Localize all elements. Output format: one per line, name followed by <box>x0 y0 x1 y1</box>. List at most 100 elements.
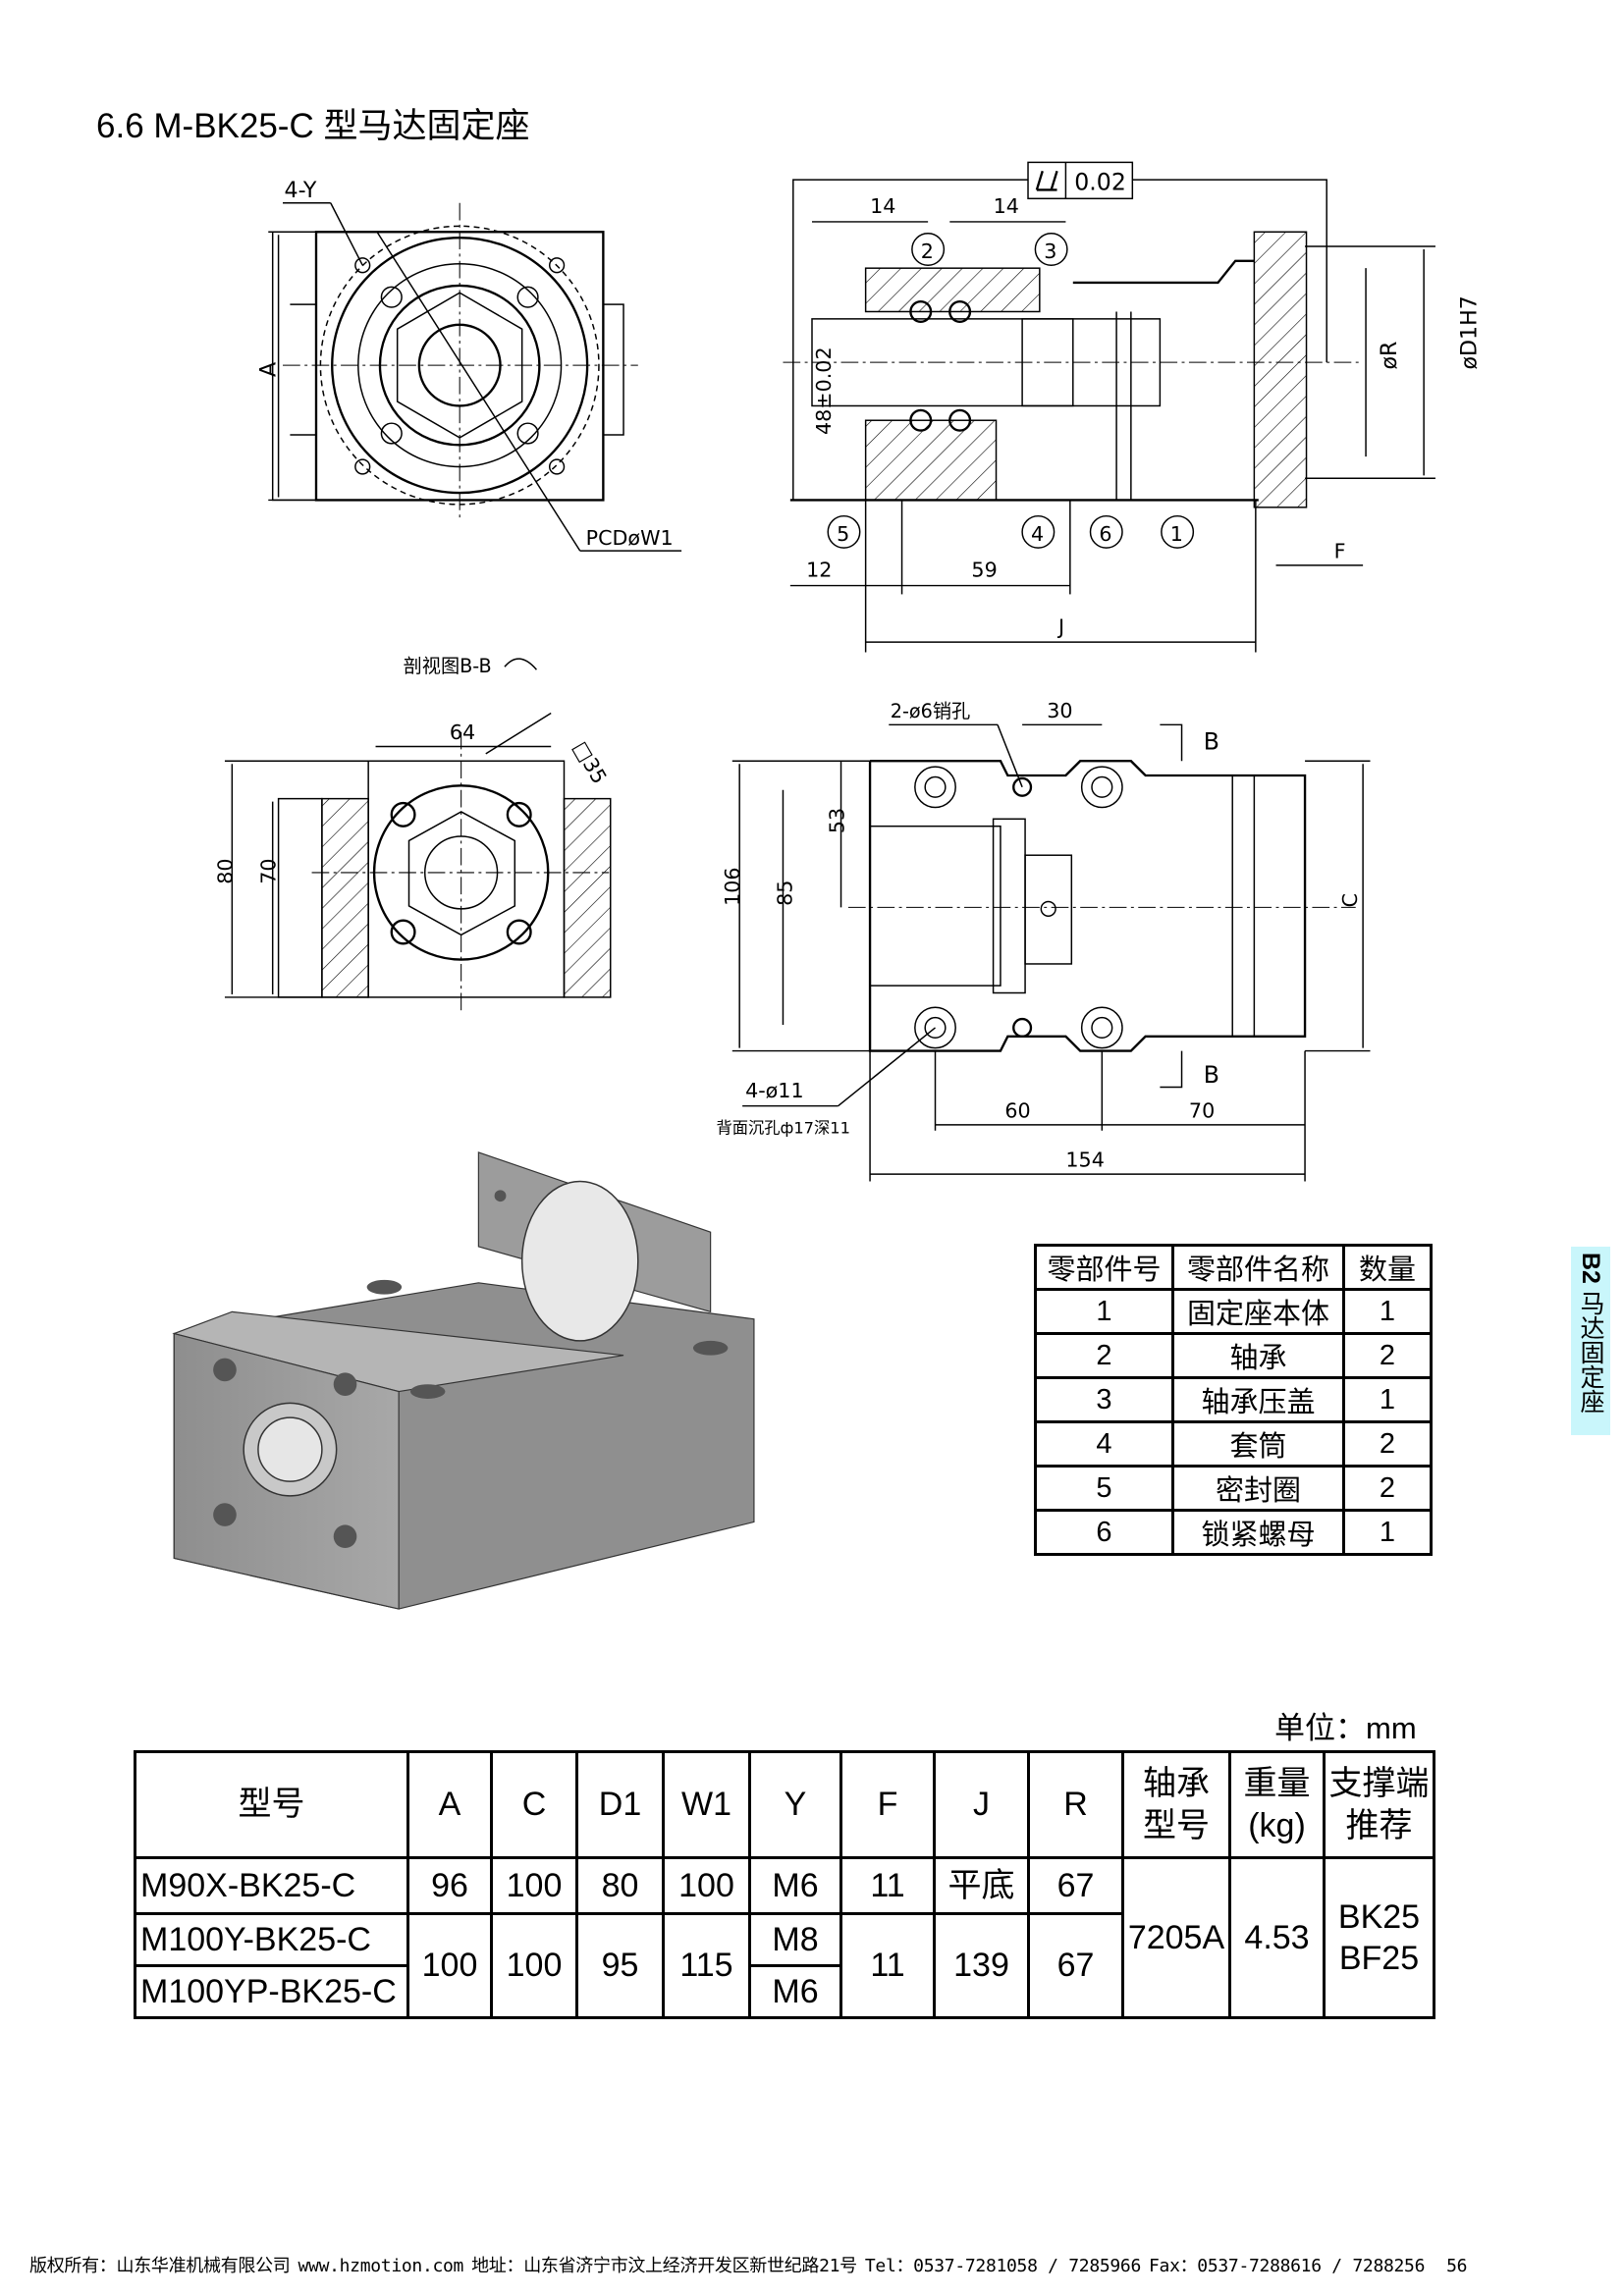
header-a: A <box>406 1750 493 1859</box>
dia-r-label: øR <box>1377 342 1402 370</box>
part-no: 3 <box>1034 1376 1174 1423</box>
part-no: 2 <box>1034 1332 1174 1379</box>
header-part-name: 零部件名称 <box>1171 1244 1345 1291</box>
dim-70: 70 <box>1189 1098 1215 1122</box>
header-bearing: 轴承型号 <box>1121 1750 1231 1859</box>
header-bearing-line2: 型号 <box>1143 1806 1210 1844</box>
header-qty: 数量 <box>1342 1244 1433 1291</box>
part-name: 套筒 <box>1171 1420 1345 1468</box>
support-bk: BK25 <box>1337 1897 1421 1936</box>
part-no: 1 <box>1034 1288 1174 1335</box>
y-cell: M8 <box>748 1912 842 1967</box>
dim-85: 85 <box>773 881 796 906</box>
header-c: C <box>490 1750 578 1859</box>
page-title: 6.6 M-BK25-C 型马达固定座 <box>96 107 530 145</box>
support-bf: BF25 <box>1338 1940 1420 1977</box>
pin-holes-label: 2-ø6销孔 <box>891 700 970 722</box>
balloon-1: 1 <box>1170 522 1183 546</box>
w1-cell: 115 <box>662 1912 751 2019</box>
header-j: J <box>933 1750 1030 1859</box>
part-balloons: 1 2 3 4 5 6 <box>827 233 1195 549</box>
bottom-view: 2-ø6销孔 30 B B 106 85 53 C 4-ø11 背面沉孔ф17深… <box>717 699 1371 1182</box>
j-cell: 139 <box>933 1912 1030 2019</box>
page-number: 56 <box>1446 2256 1468 2276</box>
y-cell: M6 <box>748 1964 842 2019</box>
section-b-top: B <box>1204 727 1219 755</box>
balloon-4: 4 <box>1031 522 1044 546</box>
unit-label: 单位：mm <box>1274 1711 1417 1745</box>
balloon-2: 2 <box>921 240 934 263</box>
header-bearing-line1: 轴承 <box>1143 1765 1210 1802</box>
section-side-tab[interactable]: B2 马达固定座 <box>1571 1247 1610 1435</box>
footer-fax: Fax：0537-7288616 / 7288256 <box>1149 2256 1426 2276</box>
part-qty: 2 <box>1342 1420 1433 1468</box>
section-b-bottom: B <box>1204 1061 1219 1089</box>
c-cell: 100 <box>490 1912 578 2019</box>
dim-f: F <box>1334 540 1346 563</box>
table-row: M100YP-BK25-C M6 <box>134 1964 1435 2019</box>
dim-14a: 14 <box>870 194 895 218</box>
f-cell: 11 <box>839 1912 936 2019</box>
spec-table-header: 型号 A C D1 W1 Y F J R 轴承型号 重量(kg) 支撑端推荐 <box>134 1750 1435 1859</box>
footer-website[interactable]: www.hzmotion.com <box>298 2256 464 2276</box>
front-view: A 4-Y PCDøW1 <box>256 178 682 552</box>
header-model: 型号 <box>134 1750 409 1859</box>
dim-12: 12 <box>806 559 832 582</box>
3d-render <box>172 1151 755 1610</box>
part-name: 固定座本体 <box>1171 1288 1345 1335</box>
f-cell: 11 <box>839 1856 936 1915</box>
footer-address: 地址：山东省济宁市汶上经济开发区新世纪路21号 <box>471 2256 857 2276</box>
footer-tel: Tel：0537-7281058 / 7285966 <box>864 2256 1141 2276</box>
dim-64: 64 <box>450 721 475 744</box>
header-d1: D1 <box>575 1750 665 1859</box>
c-cell: 100 <box>490 1856 578 1915</box>
parts-table-header: 零部件号 零部件名称 数量 <box>1034 1244 1433 1291</box>
j-cell: 平底 <box>933 1856 1030 1915</box>
y-cell: M6 <box>748 1856 842 1915</box>
header-weight-line1: 重量 <box>1243 1765 1311 1802</box>
tolerance-value: 0.02 <box>1074 168 1126 195</box>
part-no: 6 <box>1034 1509 1174 1556</box>
balloon-5: 5 <box>837 522 849 546</box>
part-name: 轴承压盖 <box>1171 1376 1345 1423</box>
header-part-no: 零部件号 <box>1034 1244 1174 1291</box>
dim-14b: 14 <box>994 194 1019 218</box>
header-y: Y <box>748 1750 842 1859</box>
header-support-line1: 支撑端 <box>1328 1765 1430 1802</box>
part-no: 4 <box>1034 1420 1174 1468</box>
pcd-label: PCDøW1 <box>586 526 674 550</box>
header-support: 支撑端推荐 <box>1323 1750 1435 1859</box>
counterbore-label: 背面沉孔ф17深11 <box>717 1119 850 1138</box>
part-qty: 1 <box>1342 1376 1433 1423</box>
dim-35: □35 <box>568 737 612 788</box>
dim-154: 154 <box>1065 1148 1104 1172</box>
d1-cell: 80 <box>575 1856 665 1915</box>
dim-53: 53 <box>825 808 848 833</box>
bb-section-view: 剖视图B-B 64 □35 80 70 <box>213 655 612 1015</box>
holes-label: 4-ø11 <box>745 1079 804 1102</box>
dim-30: 30 <box>1047 699 1072 722</box>
flatness-icon <box>1035 170 1058 191</box>
part-qty: 2 <box>1342 1332 1433 1379</box>
model-cell: M100Y-BK25-C <box>134 1912 409 1967</box>
dim-59: 59 <box>971 559 997 582</box>
bb-view-title: 剖视图B-B <box>404 655 492 677</box>
header-f: F <box>839 1750 936 1859</box>
header-weight-line2: (kg) <box>1248 1806 1306 1844</box>
part-no: 5 <box>1034 1465 1174 1512</box>
header-r: R <box>1027 1750 1124 1859</box>
model-cell: M90X-BK25-C <box>134 1856 409 1915</box>
bearing-cell: 7205A <box>1121 1856 1231 2019</box>
dim-a-label: A <box>256 362 282 377</box>
part-name: 密封圈 <box>1171 1465 1345 1512</box>
w1-cell: 100 <box>662 1856 751 1915</box>
part-qty: 2 <box>1342 1465 1433 1512</box>
r-cell: 67 <box>1027 1856 1124 1915</box>
part-name: 锁紧螺母 <box>1171 1509 1345 1556</box>
